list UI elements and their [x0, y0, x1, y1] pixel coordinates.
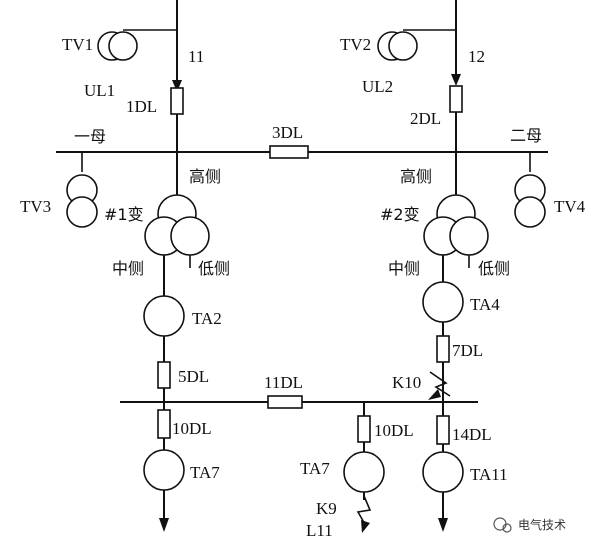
breaker-1dl [170, 87, 184, 115]
l11-label: L11 [306, 521, 333, 540]
bus-2-label: 二母 [510, 126, 542, 145]
dl7-label: 7DL [452, 341, 483, 360]
watermark-logo-icon-inner [502, 523, 512, 533]
t1-hv-label: 高侧 [189, 167, 221, 186]
feeder-right-arrow [438, 518, 448, 532]
t1-name-label: #1变 [104, 205, 144, 224]
breaker-10dl-middle [357, 415, 371, 443]
tv1-label: TV1 [62, 35, 93, 54]
k10-label: K10 [392, 373, 421, 392]
line-12-arrow [451, 74, 461, 86]
breaker-5dl [157, 361, 171, 389]
tv1-transformer [97, 31, 138, 61]
t2-name-label: #2变 [380, 205, 420, 224]
tv2-transformer [377, 31, 418, 61]
t2-mv-label: 中侧 [388, 259, 420, 278]
dl2-label: 2DL [410, 109, 441, 128]
tv3-transformer [66, 174, 98, 228]
ta4-label: TA4 [470, 295, 500, 314]
fault-k10-arrow [428, 389, 441, 400]
t2-lv-label: 低侧 [478, 259, 510, 278]
tv3-label: TV3 [20, 197, 51, 216]
ct-ta4 [422, 281, 464, 323]
breaker-14dl [436, 415, 450, 445]
dl1-label: 1DL [126, 97, 157, 116]
transformer-2-three-winding [423, 194, 489, 256]
watermark: 电气技术 [493, 517, 566, 533]
tv2-label: TV2 [340, 35, 371, 54]
breaker-2dl [449, 85, 463, 113]
ta2-label: TA2 [192, 309, 222, 328]
ta7-left-label: TA7 [190, 463, 220, 482]
watermark-logo-icon [493, 517, 507, 531]
t1-mv-label: 中侧 [112, 259, 144, 278]
dl10-middle-label: 10DL [374, 421, 414, 440]
tv4-transformer [514, 174, 546, 228]
dl3-label: 3DL [272, 123, 303, 142]
breaker-3dl [269, 145, 309, 159]
k9-label: K9 [316, 499, 337, 518]
t1-lv-label: 低侧 [198, 259, 230, 278]
breaker-11dl [267, 395, 303, 409]
dl14-label: 14DL [452, 425, 492, 444]
breaker-10dl-left [157, 409, 171, 439]
breaker-7dl [436, 335, 450, 363]
fault-k10-icon [429, 371, 451, 397]
ct-ta7-left [143, 449, 185, 491]
dl5-label: 5DL [178, 367, 209, 386]
fault-k9-arrow [361, 520, 370, 533]
ct-ta7-middle [343, 451, 385, 493]
ta11-label: TA11 [470, 465, 508, 484]
ct-ta2 [143, 295, 185, 337]
ul2-label: UL2 [362, 77, 393, 96]
line-12-label: 12 [468, 47, 485, 66]
ul1-label: UL1 [84, 81, 115, 100]
fault-k9-icon [356, 495, 372, 527]
t2-hv-label: 高侧 [400, 167, 432, 186]
line-11-arrow [172, 80, 182, 92]
ct-ta11 [422, 451, 464, 493]
tv4-label: TV4 [554, 197, 586, 216]
dl11-label: 11DL [264, 373, 303, 392]
ta7-middle-label: TA7 [300, 459, 330, 478]
watermark-text: 电气技术 [518, 517, 566, 532]
feeder-left-arrow [159, 518, 169, 532]
dl10-left-label: 10DL [172, 419, 212, 438]
line-11-label: 11 [188, 47, 204, 66]
bus-1-label: 一母 [74, 127, 106, 146]
transformer-1-three-winding [144, 194, 210, 256]
